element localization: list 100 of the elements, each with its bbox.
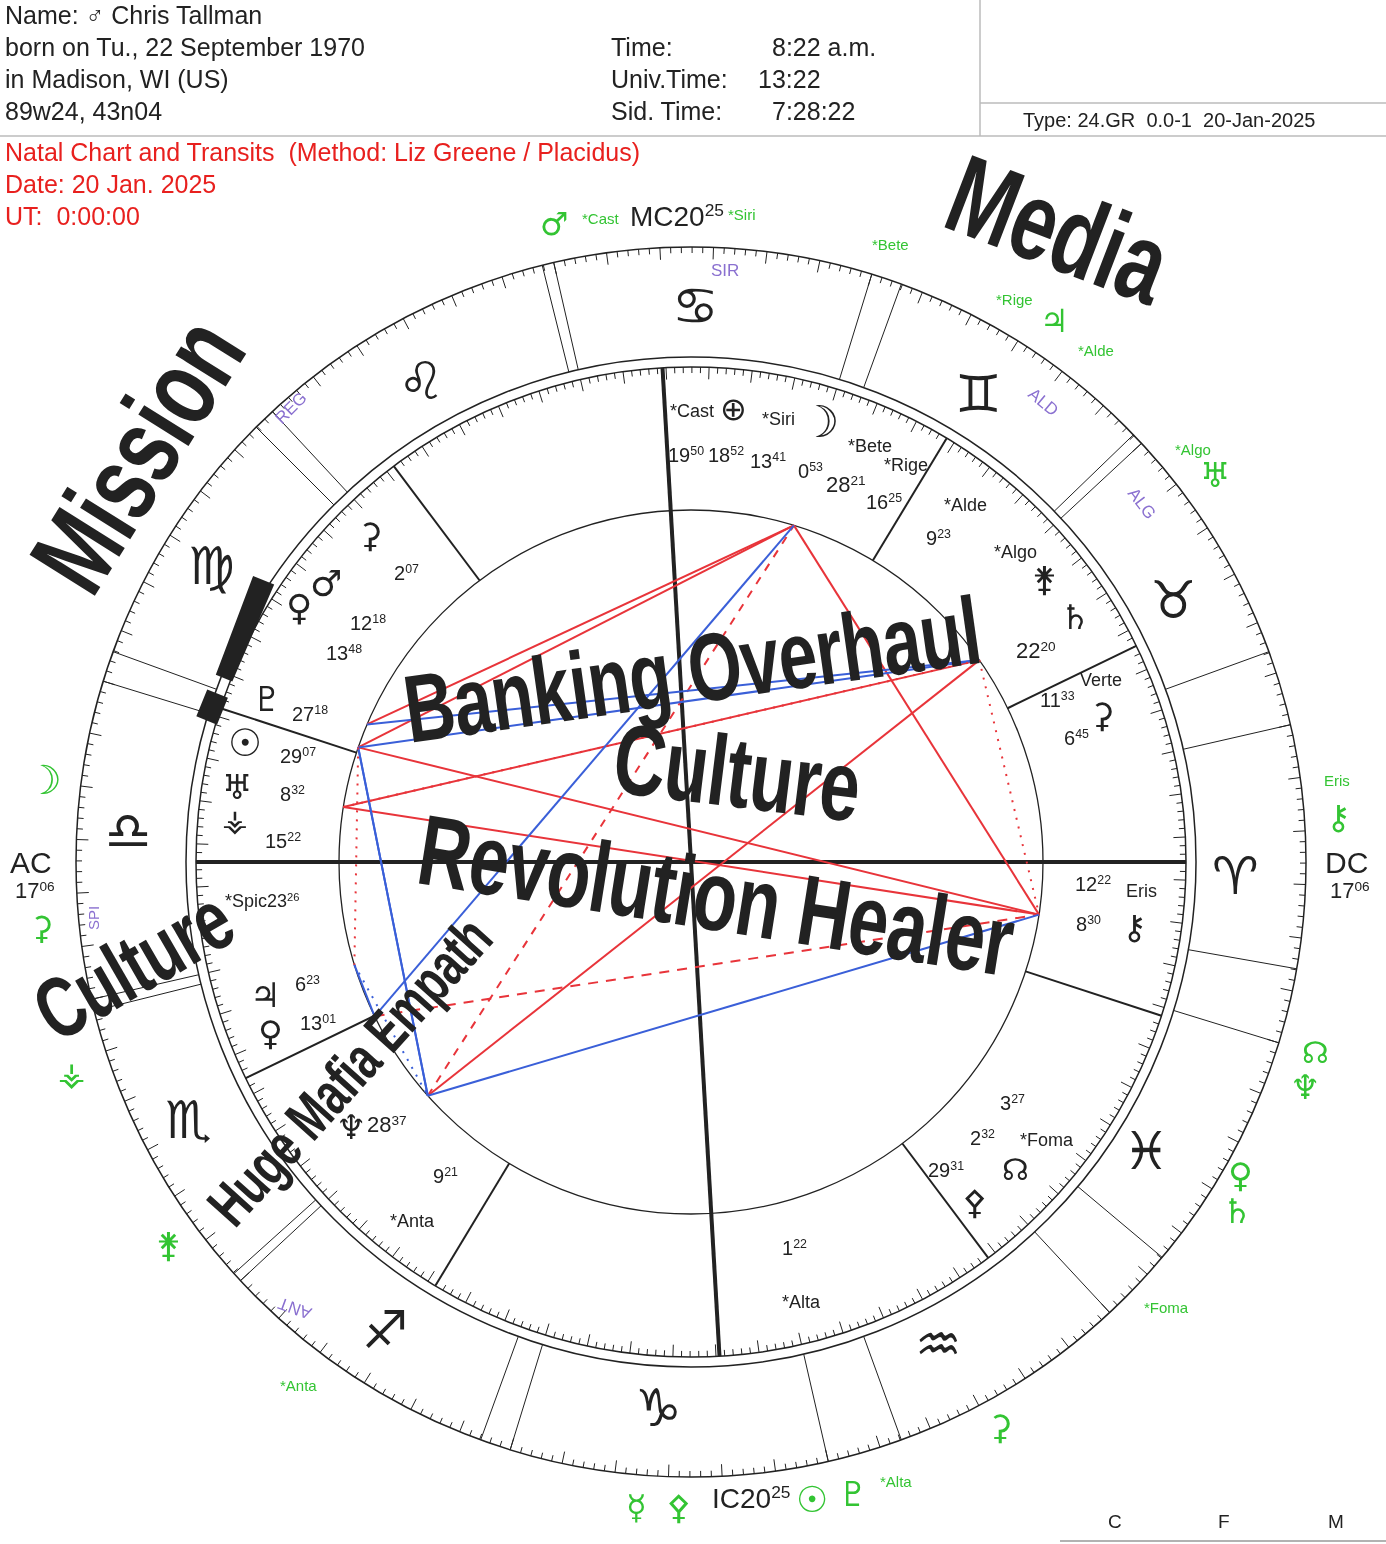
star-label: *Anta	[390, 1212, 435, 1230]
degree-label: 9$^{21}$	[433, 1166, 458, 1186]
column-header: C	[1108, 1512, 1122, 1531]
degree-label: 1$^{22}$	[782, 1238, 807, 1258]
star-label: *Bete	[848, 437, 893, 455]
header-text: Time:	[611, 35, 673, 60]
planet-glyph: ⚳	[988, 1410, 1013, 1444]
star-label: *Alde	[944, 496, 988, 514]
star-label: Eris	[1126, 882, 1157, 900]
degree-label: 17$^{06}$	[1330, 880, 1370, 902]
star-label: *Anta	[280, 1378, 317, 1393]
header-text: Sid. Time:	[611, 99, 723, 124]
header-text: 8:22 a.m.	[772, 35, 877, 60]
degree-label: 22$^{20}$	[1016, 640, 1056, 662]
star-label: Verte	[1080, 671, 1123, 689]
planet-glyph: ♅	[222, 770, 253, 804]
planet-glyph: ♃	[250, 978, 281, 1012]
degree-label: 15$^{22}$	[265, 831, 302, 851]
planet-glyph: ⚶	[222, 806, 248, 836]
planet-glyph: ⚴	[962, 1185, 987, 1219]
zodiac-glyph: ♉	[1150, 574, 1197, 626]
degree-label: 8$^{32}$	[280, 784, 305, 804]
planet-glyph: ⚵	[1032, 562, 1057, 596]
planet-glyph: ♇	[838, 1477, 869, 1511]
degree-label: 28$^{21}$	[826, 474, 866, 496]
header-text: Type: 24.GR 0.0-1 20-Jan-2025	[1023, 110, 1316, 130]
degree-label: 6$^{45}$	[1064, 728, 1089, 748]
planet-glyph: ⚴	[666, 1490, 691, 1524]
degree-label: 13$^{01}$	[300, 1013, 337, 1033]
zodiac-glyph: ♌	[398, 355, 445, 407]
star-label: Eris	[1324, 773, 1350, 788]
degree-label: 16$^{25}$	[866, 492, 903, 512]
star-label: *Algo	[1175, 442, 1211, 457]
planet-glyph: ♂	[540, 208, 569, 240]
header-text: 89w24, 43n04	[5, 99, 163, 124]
star-label: *Foma	[1144, 1300, 1189, 1315]
planet-glyph: ☉	[796, 1482, 829, 1518]
degree-label: 11$^{33}$	[1040, 690, 1075, 710]
degree-label: 27$^{18}$	[292, 704, 329, 724]
degree-label: 12$^{18}$	[350, 613, 387, 633]
degree-label: 2$^{07}$	[394, 563, 419, 583]
degree-label: 6$^{23}$	[295, 974, 320, 994]
star-label: *Foma	[1020, 1131, 1073, 1149]
header-text: 7:28:22	[772, 99, 856, 124]
header-text: born on Tu., 22 September 1970	[5, 35, 365, 60]
star-label: ALG	[1124, 485, 1159, 523]
zodiac-glyph: ♈	[1212, 850, 1259, 902]
planet-glyph: ♀	[286, 590, 313, 626]
degree-label: 3$^{27}$	[1000, 1093, 1025, 1113]
planet-glyph: ⊕	[720, 393, 747, 425]
header-text: 13:22	[758, 67, 821, 92]
planet-glyph: ☿	[626, 1490, 647, 1524]
planet-glyph: ☽	[26, 760, 62, 800]
degree-label: 12$^{22}$	[1075, 874, 1112, 894]
planet-glyph: ♀	[258, 1016, 283, 1050]
zodiac-glyph: ♋	[672, 280, 719, 332]
planet-glyph: ☊	[1002, 1155, 1029, 1185]
zodiac-glyph: ♑	[635, 1382, 682, 1434]
star-label: *Alde	[1078, 343, 1114, 358]
column-header: F	[1218, 1512, 1230, 1531]
zodiac-glyph: ♊	[955, 368, 1002, 420]
zodiac-glyph: ♎	[105, 805, 152, 857]
chart-label: MC20$^{25}$	[630, 203, 724, 231]
star-label: *Algo	[994, 543, 1038, 561]
star-label: ANT	[276, 1294, 314, 1322]
header-text: Date: 20 Jan. 2025	[5, 172, 217, 197]
star-label: SIR	[711, 262, 740, 279]
star-label: *Siri	[728, 207, 756, 222]
degree-label: 29$^{31}$	[928, 1160, 965, 1180]
column-header: M	[1328, 1512, 1344, 1531]
planet-glyph: ⚳	[358, 518, 383, 552]
degree-label: 0$^{53}$	[798, 461, 823, 481]
zodiac-glyph: ♒	[915, 1318, 962, 1370]
star-label: *Siri	[762, 410, 795, 428]
star-label: *Rige	[884, 456, 929, 474]
degree-label: 19$^{50}$	[668, 445, 705, 465]
chart-label: AC	[10, 848, 52, 878]
chart-label: DC	[1325, 848, 1369, 878]
planet-glyph: ☉	[228, 724, 263, 762]
degree-label: 17$^{06}$	[15, 880, 55, 902]
planet-glyph: ⚷	[1122, 910, 1147, 944]
header-text: Univ.Time:	[611, 67, 728, 92]
header-text: UT: 0:00:00	[5, 204, 140, 229]
planet-glyph: ⚶	[58, 1058, 86, 1090]
star-label: *Cast	[670, 402, 714, 420]
star-label: *Alta	[782, 1293, 821, 1311]
planet-glyph: ☊	[1302, 1038, 1329, 1068]
degree-label: 29$^{07}$	[280, 746, 317, 766]
planet-glyph: ♀	[1228, 1158, 1253, 1192]
zodiac-glyph: ♓	[1123, 1125, 1170, 1177]
planet-glyph: ♆	[1290, 1070, 1321, 1104]
planet-glyph: ♄	[1222, 1194, 1253, 1228]
planet-glyph: ♃	[1040, 305, 1069, 337]
zodiac-glyph: ♐	[362, 1304, 409, 1356]
star-label: ALD	[1025, 385, 1062, 420]
planet-glyph: ⚷	[1326, 800, 1351, 834]
header-text: in Madison, WI (US)	[5, 67, 229, 92]
header-text: Name: ♂ Chris Tallman	[5, 3, 263, 28]
planet-glyph: ♅	[1200, 458, 1231, 492]
degree-label: 2$^{32}$	[970, 1128, 995, 1148]
